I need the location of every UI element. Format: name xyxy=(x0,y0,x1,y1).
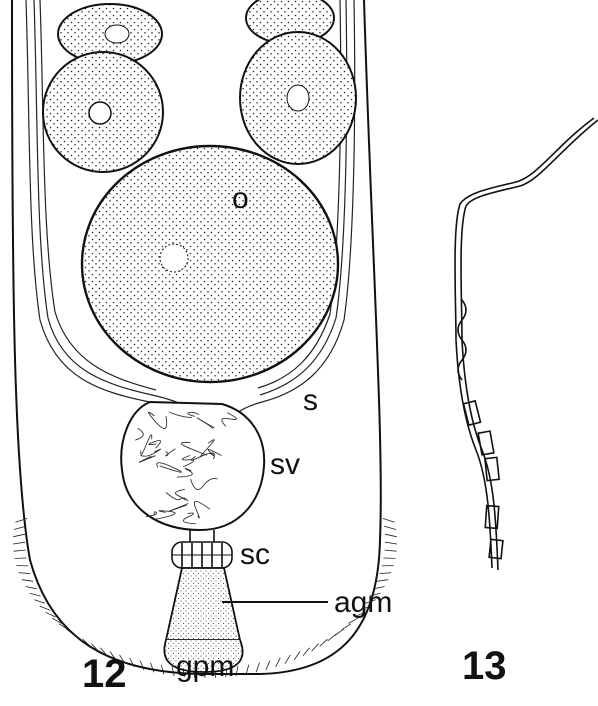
label-gpm: gpm xyxy=(176,652,234,682)
strand-figure-13 xyxy=(455,118,598,570)
seminal-vesicle xyxy=(121,402,264,530)
label-s: s xyxy=(303,386,318,416)
figure-number-12: 12 xyxy=(82,654,127,694)
label-o: o xyxy=(232,184,249,214)
label-agm: agm xyxy=(334,588,392,618)
label-sv: sv xyxy=(270,450,300,480)
seminal-canal xyxy=(172,530,232,568)
figure-number-13: 13 xyxy=(462,646,507,686)
eggs xyxy=(43,0,356,382)
label-sc: sc xyxy=(240,540,270,570)
